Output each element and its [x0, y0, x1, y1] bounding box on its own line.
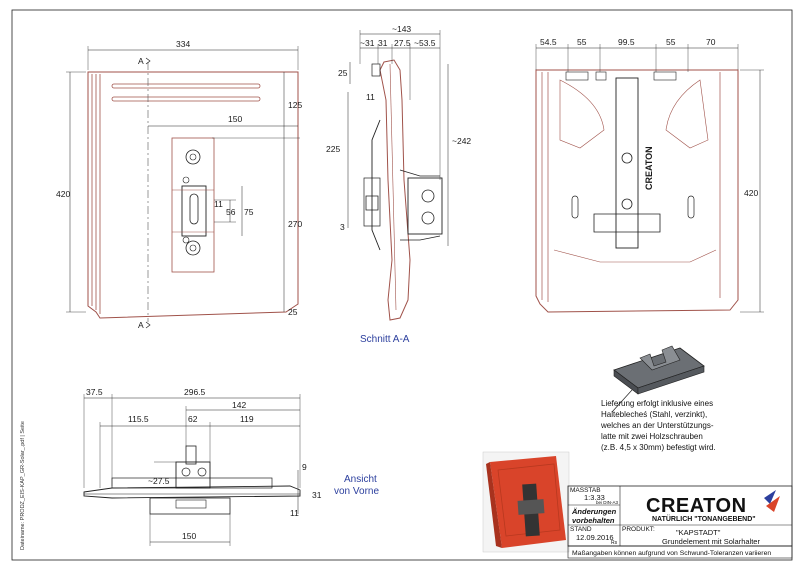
- section-mark-top: A: [138, 56, 144, 66]
- solar-holder-bar: [615, 77, 639, 249]
- dim-75: 75: [244, 207, 254, 217]
- dim-420-left: 420: [56, 189, 70, 199]
- dim-99-5: 99.5: [618, 37, 635, 47]
- tile-outline-rear: [535, 69, 739, 313]
- title-block: MASSTAB 1:3.33 bei DIN-A3 Änderungen vor…: [567, 485, 793, 559]
- dim-27-5-front: ~27.5: [148, 476, 170, 486]
- top-view: A A 334 420 125 270 150 25 56 75 11: [56, 39, 302, 330]
- dim-11-top: 11: [214, 199, 223, 209]
- section-view: ~143 ~31 31 27.5 ~53.5 25 11 225 ~242 3 …: [326, 24, 471, 345]
- scale-sub: bei DIN-A3: [596, 500, 619, 505]
- dim-150-top: 150: [228, 114, 242, 124]
- changes-line-2: vorbehalten: [572, 516, 615, 525]
- note-line-1: Lieferung erfolgt inklusive eines: [601, 399, 713, 408]
- creaton-logo-mark: [764, 490, 780, 512]
- footer-note: Maßangaben können aufgrund von Schwund-T…: [572, 550, 771, 557]
- dim-9: 9: [302, 462, 307, 472]
- dim-334: 334: [176, 39, 190, 49]
- delivery-note: Lieferung erfolgt inklusive eines Halteb…: [600, 399, 716, 452]
- dim-3: 3: [340, 222, 345, 232]
- tile-outline-top: [87, 71, 299, 319]
- dim-143: ~143: [392, 24, 411, 34]
- note-line-5: (z.B. 4,5 x 30mm) befestigt wird.: [601, 443, 716, 452]
- dim-55-b: 55: [666, 37, 676, 47]
- dim-31b: 31: [378, 38, 388, 48]
- front-view: 37.5 296.5 142 115.5 62 119 ~27.5 9 31 1…: [83, 387, 379, 546]
- dim-296-5: 296.5: [184, 387, 206, 397]
- date-initials: Rs: [611, 540, 618, 546]
- brand-vertical: CREATON: [644, 146, 654, 190]
- rear-view: CREATON 54.5 55 99.5 55 70 420: [535, 37, 764, 313]
- dim-225: 225: [326, 144, 340, 154]
- dim-115-5: 115.5: [128, 414, 149, 424]
- mount-plate-top: [171, 137, 215, 273]
- front-view-label-1: Ansicht: [344, 474, 377, 485]
- dim-37-5: 37.5: [86, 387, 103, 397]
- dim-11-section: 11: [366, 92, 375, 102]
- dim-420-right: 420: [744, 188, 758, 198]
- creaton-tagline: NATÜRLICH "TONANGEBEND": [652, 514, 756, 523]
- dim-11-front: 11: [290, 508, 299, 518]
- note-line-2: Halteblecheś (Stahl, verzinkt),: [601, 410, 707, 419]
- product-photo: [482, 451, 570, 553]
- dim-242: ~242: [452, 136, 471, 146]
- holding-plate-illustration: [611, 345, 705, 413]
- scale-value: 1:3.33: [584, 493, 605, 502]
- dim-27-5-section: 27.5: [394, 38, 411, 48]
- tile-profile-section: [379, 59, 411, 321]
- product-description: Grundelement mit Solarhalter: [662, 537, 760, 546]
- dim-270: 270: [288, 219, 302, 229]
- product-name: "KAPSTADT": [676, 528, 721, 537]
- dim-56: 56: [226, 207, 236, 217]
- scale-label: MASSTAB: [570, 487, 601, 494]
- front-view-label-2: von Vorne: [334, 486, 379, 497]
- changes-line-1: Änderungen: [571, 507, 617, 516]
- sheet-border: [11, 9, 793, 561]
- dim-25-top: 25: [288, 307, 298, 317]
- date-value: 12.09.2016: [576, 533, 614, 542]
- dim-31-front: 31: [312, 490, 322, 500]
- creaton-logo: CREATON: [646, 495, 747, 517]
- dim-142: 142: [232, 400, 246, 410]
- note-line-3: welches an der Unterstützungs-: [600, 421, 714, 430]
- dim-150-front: 150: [182, 531, 196, 541]
- section-mark-bottom: A: [138, 320, 144, 330]
- file-name-vertical: Dateiname: PRODZ_EIS-KAP_GR-Solar_.pdf |…: [20, 421, 26, 550]
- section-label: Schnitt A-A: [360, 334, 410, 345]
- dim-53-5: ~53.5: [414, 38, 436, 48]
- product-label: PRODUKT:: [622, 526, 655, 533]
- dim-119: 119: [240, 414, 254, 424]
- dim-31a: ~31: [360, 38, 375, 48]
- dim-25-section: 25: [338, 68, 348, 78]
- dim-125: 125: [288, 100, 302, 110]
- dim-54-5: 54.5: [540, 37, 557, 47]
- date-label: STAND: [570, 526, 592, 533]
- dim-55-a: 55: [577, 37, 587, 47]
- note-line-4: latte mit zwei Holzschrauben: [601, 432, 703, 441]
- dim-70: 70: [706, 37, 716, 47]
- dim-62: 62: [188, 414, 198, 424]
